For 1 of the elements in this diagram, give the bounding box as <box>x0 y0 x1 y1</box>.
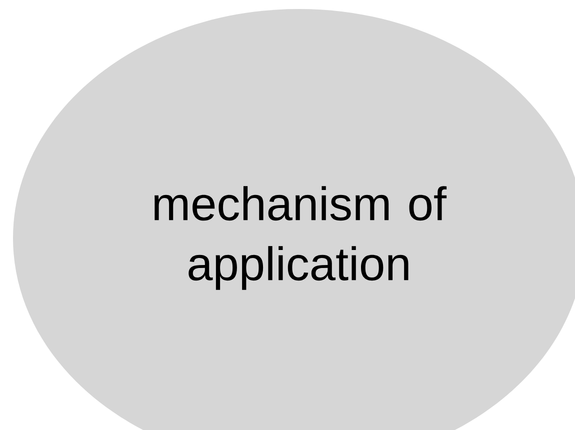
node-label: mechanism of application <box>154 186 447 290</box>
